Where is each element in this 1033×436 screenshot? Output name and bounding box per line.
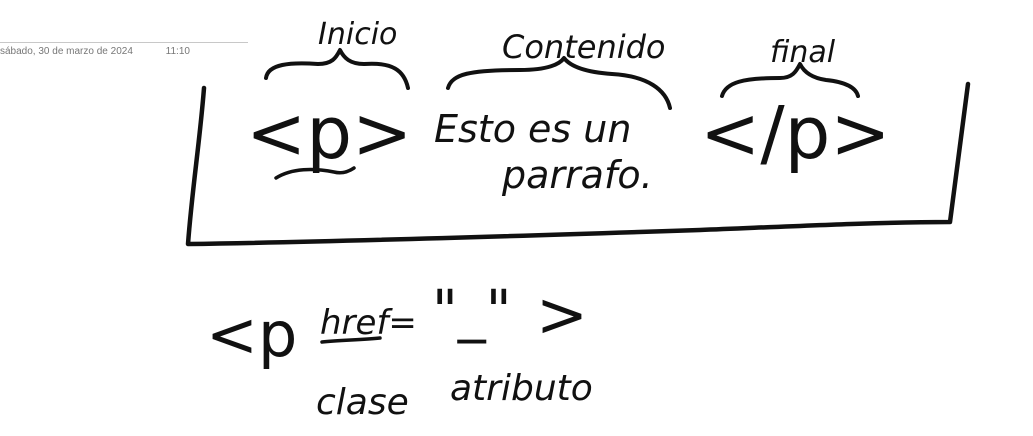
note-header: sábado, 30 de marzo de 2024 11:10 — [0, 0, 248, 60]
attr-tag-close: > — [536, 278, 588, 351]
note-date: sábado, 30 de marzo de 2024 — [0, 46, 133, 57]
group-bracket — [185, 81, 971, 247]
attr-value: "_" — [432, 279, 512, 344]
underline-p — [274, 166, 356, 180]
content-line-1: Esto es un — [434, 107, 631, 151]
label-inicio: Inicio — [318, 17, 397, 52]
close-tag: </p> — [700, 91, 891, 175]
label-atributo: atributo — [450, 368, 593, 409]
attr-tag-open: <p — [206, 298, 297, 371]
label-contenido: Contenido — [502, 28, 666, 66]
attr-name: href= — [320, 303, 417, 343]
brace-inicio — [264, 48, 410, 90]
title-divider — [0, 42, 248, 43]
open-tag: <p> — [246, 91, 412, 175]
underline-href — [320, 336, 382, 344]
content-line-2: parrafo. — [501, 153, 653, 197]
label-clase: clase — [316, 382, 409, 423]
brace-final — [720, 62, 860, 98]
brace-contenido — [446, 56, 672, 110]
label-final: final — [770, 35, 836, 70]
note-time: 11:10 — [165, 46, 190, 57]
note-meta: sábado, 30 de marzo de 2024 11:10 — [0, 46, 190, 57]
